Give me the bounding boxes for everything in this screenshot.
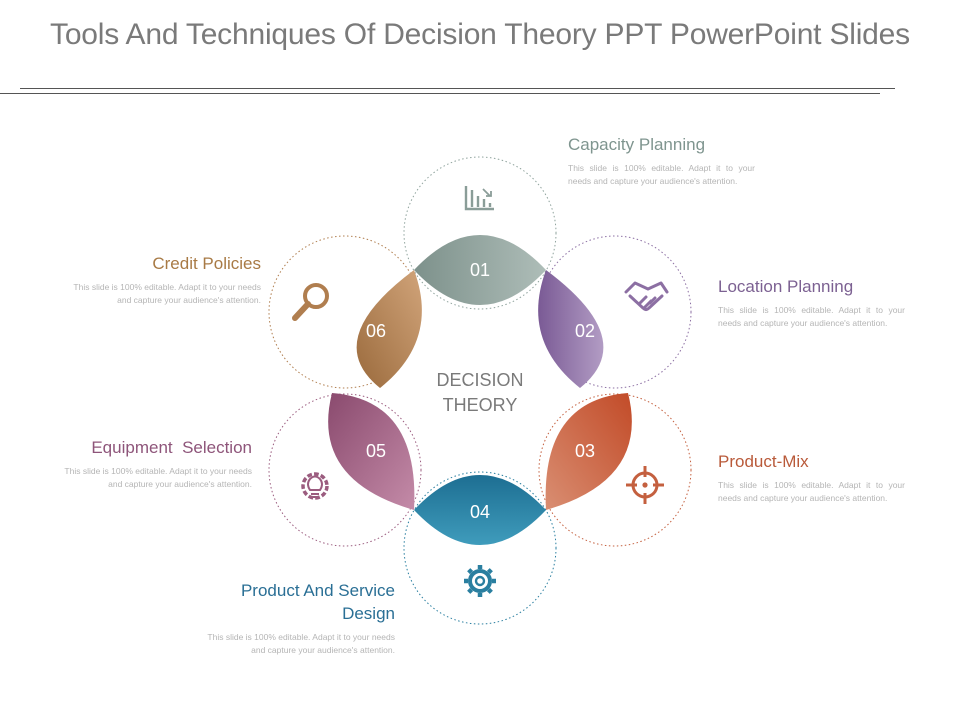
- item-description-06: This slide is 100% editable. Adapt it to…: [73, 282, 261, 305]
- circle-outline-01: [403, 156, 557, 310]
- item-description-05: This slide is 100% editable. Adapt it to…: [64, 466, 252, 489]
- lightbulb-gear-icon: [301, 472, 329, 500]
- item-title-02: Location Planning: [718, 277, 854, 296]
- item-title-06: Credit Policies: [152, 254, 261, 273]
- slide-title: Tools And Techniques Of Decision Theory …: [50, 18, 910, 51]
- petal-number-06: 06: [366, 321, 386, 341]
- magnifier-icon: [292, 283, 329, 321]
- item-title-01: Capacity Planning: [568, 135, 706, 154]
- petal-06: [356, 270, 422, 388]
- petal-04: [414, 475, 546, 545]
- petal-number-02: 02: [575, 321, 595, 341]
- center-label: DECISION THEORY: [415, 368, 545, 418]
- item-block-03: Product-Mix This slide is 100% editable.…: [718, 450, 905, 504]
- item-block-01: Capacity Planning This slide is 100% edi…: [568, 133, 755, 187]
- target-icon: [626, 466, 664, 504]
- circle-outline-02: [538, 235, 692, 389]
- petal-number-03: 03: [575, 441, 595, 461]
- item-description-02: This slide is 100% editable. Adapt it to…: [718, 305, 905, 328]
- circle-outline-04: [403, 471, 557, 625]
- title-divider-bottom: [0, 93, 880, 94]
- petal-number-05: 05: [366, 441, 386, 461]
- handshake-icon: [624, 281, 669, 311]
- circle-outline-05: [268, 393, 422, 547]
- item-block-02: Location Planning This slide is 100% edi…: [718, 275, 905, 329]
- petal-number-04: 04: [470, 502, 490, 522]
- petal-01: [414, 235, 546, 305]
- item-block-04: Product And Service Design This slide is…: [205, 579, 395, 656]
- bar-chart-icon: [464, 186, 494, 211]
- item-description-04: This slide is 100% editable. Adapt it to…: [207, 632, 395, 655]
- petal-02: [538, 270, 604, 388]
- item-block-06: Credit Policies This slide is 100% edita…: [70, 252, 261, 306]
- center-label-line1: DECISION: [436, 370, 524, 390]
- item-description-01: This slide is 100% editable. Adapt it to…: [568, 163, 755, 186]
- item-description-03: This slide is 100% editable. Adapt it to…: [718, 480, 905, 503]
- item-title-05: Equipment Selection: [91, 438, 252, 457]
- center-label-line2: THEORY: [442, 395, 518, 415]
- item-block-05: Equipment Selection This slide is 100% e…: [55, 436, 252, 490]
- item-title-04: Product And Service Design: [240, 581, 395, 623]
- petal-number-01: 01: [470, 260, 490, 280]
- item-title-03: Product-Mix: [718, 452, 809, 471]
- petal-03: [545, 393, 632, 510]
- gear-icon: [464, 565, 496, 597]
- title-divider-top: [20, 88, 895, 89]
- petal-05: [328, 393, 415, 510]
- circle-outline-03: [538, 393, 692, 547]
